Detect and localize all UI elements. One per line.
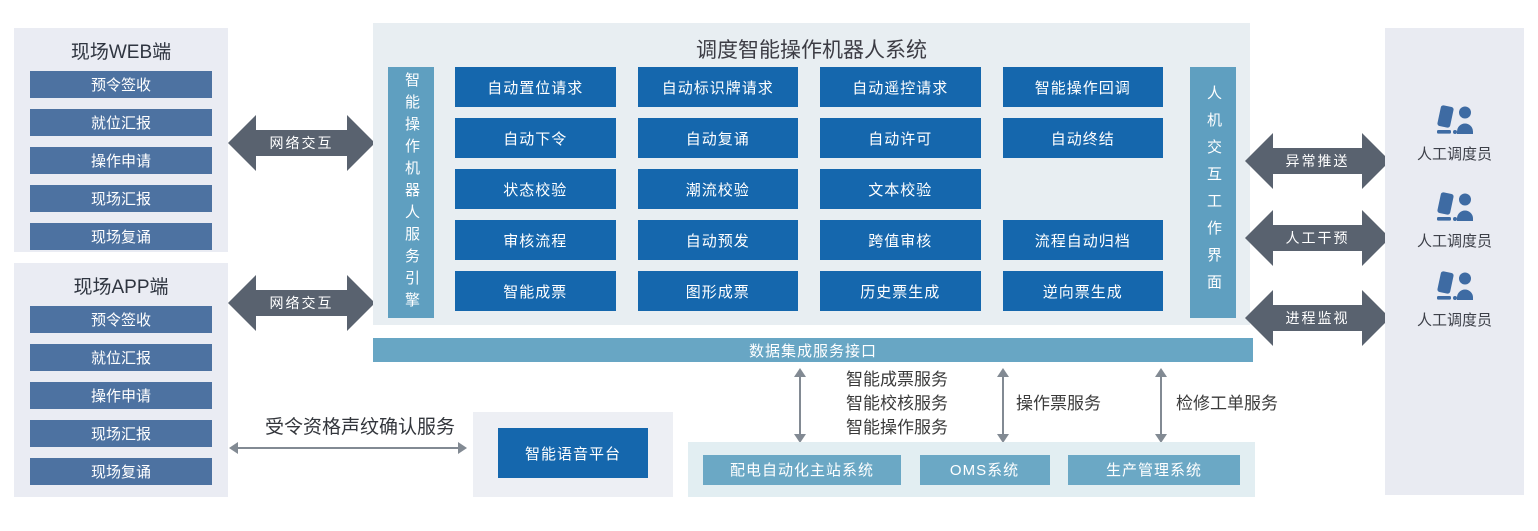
- maintenance-order-service-arrow: [1155, 368, 1167, 443]
- smart-services-label: 智能成票服务 智能校核服务 智能操作服务: [846, 368, 948, 440]
- module-auto-permit: 自动许可: [820, 118, 981, 158]
- network-arrow-app-label: 网络交互: [256, 290, 347, 316]
- app-item-operation-apply: 操作申请: [30, 382, 212, 409]
- dispatcher-3: 人工调度员: [1385, 270, 1524, 330]
- arrow-left-head: [1245, 210, 1273, 266]
- external-systems-panel: 配电自动化主站系统 OMS系统 生产管理系统: [688, 442, 1255, 497]
- exception-push-label: 异常推送: [1273, 148, 1362, 174]
- dispatcher-workstation-icon: [1436, 271, 1473, 300]
- voiceprint-service-arrow: [229, 442, 467, 454]
- app-item-sign: 预令签收: [30, 306, 212, 333]
- module-reverse-ticket: 逆向票生成: [1002, 271, 1163, 311]
- process-monitor-label: 进程监视: [1273, 305, 1362, 331]
- dispatcher-label: 人工调度员: [1416, 146, 1492, 163]
- app-client-title: 现场APP端: [73, 277, 169, 298]
- manual-intervention-arrow: 人工干预: [1245, 210, 1390, 266]
- module-auto-tag-request: 自动标识牌请求: [637, 67, 798, 107]
- operation-ticket-service-arrow: [997, 368, 1009, 443]
- app-item-site-repeat: 现场复诵: [30, 458, 212, 485]
- web-item-site-repeat: 现场复诵: [30, 223, 212, 250]
- process-monitor-arrow: 进程监视: [1245, 290, 1390, 346]
- module-cross-shift-review: 跨值审核: [820, 220, 981, 260]
- operation-ticket-service-label: 操作票服务: [1016, 394, 1101, 413]
- web-item-operation-apply: 操作申请: [30, 147, 212, 174]
- web-client-title: 现场WEB端: [70, 42, 172, 63]
- production-management-system-box: 生产管理系统: [1068, 454, 1240, 485]
- maintenance-order-service-label: 检修工单服务: [1176, 394, 1278, 413]
- module-powerflow-check: 潮流校验: [637, 169, 798, 209]
- module-review-flow: 审核流程: [455, 220, 616, 260]
- module-smart-ticket: 智能成票: [455, 271, 616, 311]
- module-auto-repeat: 自动复诵: [637, 118, 798, 158]
- module-empty-cell: [1003, 169, 1164, 209]
- system-title: 调度智能操作机器人系统: [696, 39, 927, 62]
- hmi-bar: 人机交互工作界面: [1190, 67, 1236, 318]
- voiceprint-service-label: 受令资格声纹确认服务: [264, 417, 455, 438]
- smart-services-arrow: [794, 368, 806, 443]
- module-auto-finish: 自动终结: [1002, 118, 1163, 158]
- oms-system-box: OMS系统: [919, 454, 1050, 485]
- voice-platform-panel: 智能语音平台: [473, 412, 673, 497]
- module-history-ticket: 历史票生成: [820, 271, 981, 311]
- module-auto-set-request: 自动置位请求: [455, 67, 616, 107]
- web-item-sign: 预令签收: [30, 71, 212, 98]
- smart-check-service-line: 智能校核服务: [846, 394, 948, 413]
- dispatcher-label: 人工调度员: [1416, 312, 1492, 329]
- network-arrow-app: 网络交互: [228, 275, 375, 331]
- module-auto-archive: 流程自动归档: [1002, 220, 1163, 260]
- arrow-left-head: [228, 275, 256, 331]
- arrow-right-head: [347, 275, 375, 331]
- module-auto-command: 自动下令: [455, 118, 616, 158]
- dispatcher-label: 人工调度员: [1416, 233, 1492, 250]
- dispatcher-workstation-icon: [1436, 105, 1473, 134]
- robot-system-panel: 调度智能操作机器人系统 智能操作机器人服务引擎 人机交互工作界面 自动置位请求 …: [373, 23, 1250, 325]
- app-client-items: 预令签收 就位汇报 操作申请 现场汇报 现场复诵: [14, 302, 228, 485]
- app-client-panel: 现场APP端 预令签收 就位汇报 操作申请 现场汇报 现场复诵: [14, 263, 228, 497]
- web-item-site-report: 现场汇报: [30, 185, 212, 212]
- distribution-automation-system-box: 配电自动化主站系统: [703, 454, 901, 485]
- dispatcher-1: 人工调度员: [1385, 104, 1524, 164]
- app-item-site-report: 现场汇报: [30, 420, 212, 447]
- app-item-inplace-report: 就位汇报: [30, 344, 212, 371]
- engine-bar: 智能操作机器人服务引擎: [388, 67, 434, 318]
- dispatcher-2: 人工调度员: [1385, 191, 1524, 251]
- module-smart-operation-callback: 智能操作回调: [1002, 67, 1163, 107]
- smart-operation-service-line: 智能操作服务: [846, 418, 948, 437]
- module-text-check: 文本校验: [820, 169, 981, 209]
- manual-intervention-label: 人工干预: [1273, 225, 1362, 251]
- arrow-right-head: [347, 115, 375, 171]
- module-state-check: 状态校验: [455, 169, 616, 209]
- web-client-panel: 现场WEB端 预令签收 就位汇报 操作申请 现场汇报 现场复诵: [14, 28, 228, 252]
- exception-push-arrow: 异常推送: [1245, 133, 1390, 189]
- data-integration-bus: 数据集成服务接口: [373, 338, 1253, 362]
- module-graphic-ticket: 图形成票: [637, 271, 798, 311]
- smart-ticket-service-line: 智能成票服务: [846, 370, 948, 389]
- voice-platform-box: 智能语音平台: [498, 428, 648, 478]
- arrow-left-head: [228, 115, 256, 171]
- module-auto-remote-request: 自动遥控请求: [820, 67, 981, 107]
- dispatcher-workstation-icon: [1436, 192, 1473, 221]
- module-auto-preissue: 自动预发: [637, 220, 798, 260]
- arrow-left-head: [1245, 133, 1273, 189]
- network-arrow-web: 网络交互: [228, 115, 375, 171]
- arrow-left-head: [1245, 290, 1273, 346]
- module-grid: 自动置位请求 自动标识牌请求 自动遥控请求 智能操作回调 自动下令 自动复诵 自…: [455, 67, 1163, 311]
- network-arrow-web-label: 网络交互: [256, 130, 347, 156]
- web-client-items: 预令签收 就位汇报 操作申请 现场汇报 现场复诵: [14, 67, 228, 250]
- dispatcher-panel: 人工调度员 人工调度员: [1385, 28, 1524, 495]
- web-item-inplace-report: 就位汇报: [30, 109, 212, 136]
